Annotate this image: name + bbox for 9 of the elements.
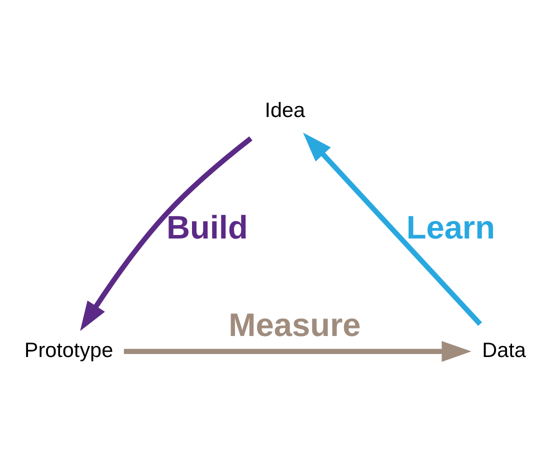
arrow: [80, 136, 252, 332]
edge-label: Build: [166, 209, 248, 246]
node-text: Idea: [264, 99, 306, 122]
node-text: Prototype: [24, 338, 114, 362]
edge-label: Learn: [406, 209, 496, 246]
edge-label: Measure: [228, 307, 361, 344]
arrow: [303, 132, 482, 326]
arrow: [124, 341, 472, 362]
node-text: Data: [482, 338, 526, 362]
